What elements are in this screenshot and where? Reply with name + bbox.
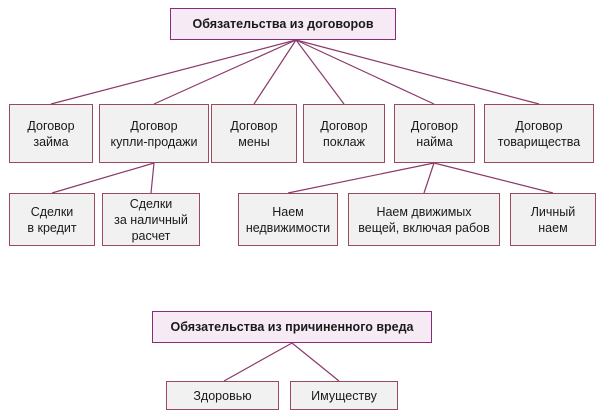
connector bbox=[223, 342, 293, 382]
contract-hire-label: Договор найма bbox=[410, 118, 459, 149]
connector bbox=[423, 162, 435, 194]
connector bbox=[295, 39, 435, 105]
hire-movables-label: Наем движимых вещей, включая рабов bbox=[358, 204, 490, 235]
contract-sale-label: Договор купли-продажи bbox=[110, 118, 198, 149]
connector bbox=[295, 39, 345, 105]
hire-realty-label: Наем недвижимости bbox=[245, 204, 331, 235]
contract-sale-box: Договор купли-продажи bbox=[99, 104, 209, 163]
connector bbox=[150, 162, 155, 194]
connector bbox=[295, 39, 540, 105]
contract-exchange-label: Договор мены bbox=[230, 118, 278, 149]
contract-loan-box: Договор займа bbox=[9, 104, 93, 163]
contract-hire-box: Договор найма bbox=[394, 104, 475, 163]
contract-loan-label: Договор займа bbox=[27, 118, 75, 149]
harm-health-box: Здоровью bbox=[166, 381, 279, 410]
connector bbox=[50, 39, 297, 105]
contract-deposit-label: Договор поклаж bbox=[320, 118, 368, 149]
sale-credit-box: Сделки в кредит bbox=[9, 193, 95, 246]
contract-deposit-box: Договор поклаж bbox=[303, 104, 385, 163]
sale-cash-box: Сделки за наличный расчет bbox=[102, 193, 200, 246]
connector bbox=[287, 162, 435, 194]
root-contracts-box: Обязательства из договоров bbox=[170, 8, 396, 40]
contract-partnership-box: Договор товарищества bbox=[484, 104, 594, 163]
connector bbox=[253, 39, 297, 105]
hire-personal-box: Личный наем bbox=[510, 193, 596, 246]
contract-partnership-label: Договор товарищества bbox=[497, 118, 581, 149]
sale-credit-label: Сделки в кредит bbox=[27, 204, 77, 235]
harm-property-box: Имуществу bbox=[290, 381, 398, 410]
hire-personal-label: Личный наем bbox=[530, 204, 576, 235]
harm-property-label: Имуществу bbox=[311, 388, 377, 403]
connector bbox=[433, 162, 554, 194]
root-contracts-label: Обязательства из договоров bbox=[192, 17, 374, 31]
harm-health-label: Здоровью bbox=[193, 388, 252, 403]
hire-movables-box: Наем движимых вещей, включая рабов bbox=[348, 193, 500, 246]
root-harm-label: Обязательства из причиненного вреда bbox=[170, 320, 414, 334]
contract-exchange-box: Договор мены bbox=[211, 104, 297, 163]
root-harm-box: Обязательства из причиненного вреда bbox=[152, 311, 432, 343]
connector bbox=[291, 342, 340, 382]
hire-realty-box: Наем недвижимости bbox=[238, 193, 338, 246]
connector bbox=[51, 162, 155, 194]
sale-cash-label: Сделки за наличный расчет bbox=[114, 196, 188, 243]
connector bbox=[153, 39, 297, 105]
